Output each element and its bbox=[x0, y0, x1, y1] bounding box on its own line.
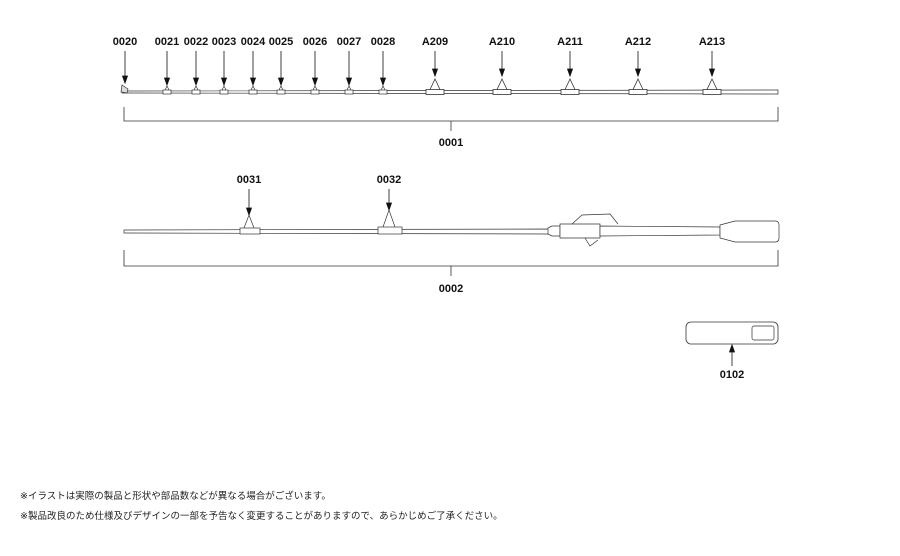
guide-label-0031[interactable]: 0031 bbox=[237, 174, 261, 186]
note-1: ※イラストは実際の製品と形状や部品数などが異なる場合がございます。 bbox=[20, 491, 331, 502]
section-label-bottom[interactable]: 0002 bbox=[439, 283, 463, 295]
guide-label-0028[interactable]: 0028 bbox=[371, 36, 395, 48]
guide-label-0026[interactable]: 0026 bbox=[303, 36, 327, 48]
guide-label-0032[interactable]: 0032 bbox=[377, 174, 401, 186]
large-guides bbox=[425, 78, 722, 95]
section-label-top[interactable]: 0001 bbox=[439, 137, 463, 149]
guide-label-A213[interactable]: A213 bbox=[699, 36, 725, 48]
guide-label-A211[interactable]: A211 bbox=[557, 36, 583, 48]
bottom-section: 0031 0032 0002 bbox=[123, 174, 780, 295]
guide-label-A209[interactable]: A209 bbox=[422, 36, 448, 48]
guide-label-0023[interactable]: 0023 bbox=[212, 36, 236, 48]
small-guides bbox=[162, 85, 388, 95]
guide-label-0022[interactable]: 0022 bbox=[184, 36, 208, 48]
section-bracket-top bbox=[123, 107, 779, 131]
case-label[interactable]: 0102 bbox=[720, 369, 744, 381]
guide-label-0021[interactable]: 0021 bbox=[155, 36, 179, 48]
rod-case: 0102 bbox=[685, 321, 779, 381]
top-section: 0020 0021 0022 0023 0024 0025 0026 0027 … bbox=[113, 36, 779, 149]
section-bracket-bottom bbox=[123, 250, 779, 276]
guide-label-A212[interactable]: A212 bbox=[625, 36, 651, 48]
guide-arrows bbox=[121, 51, 716, 87]
guide-label-0027[interactable]: 0027 bbox=[337, 36, 361, 48]
guide-label-A210[interactable]: A210 bbox=[489, 36, 515, 48]
guide-label-0025[interactable]: 0025 bbox=[269, 36, 293, 48]
butt-blank bbox=[123, 208, 780, 247]
notes: ※イラストは実際の製品と形状や部品数などが異なる場合がございます。 ※製品改良の… bbox=[20, 487, 503, 527]
guide-arrows-bottom bbox=[245, 189, 393, 217]
tip-blank bbox=[120, 84, 779, 95]
guide-label-0024[interactable]: 0024 bbox=[241, 36, 266, 48]
guide-label-0020[interactable]: 0020 bbox=[113, 36, 137, 48]
note-2: ※製品改良のため仕様及びデザインの一部を予告なく変更することがありますので、あら… bbox=[20, 511, 503, 522]
